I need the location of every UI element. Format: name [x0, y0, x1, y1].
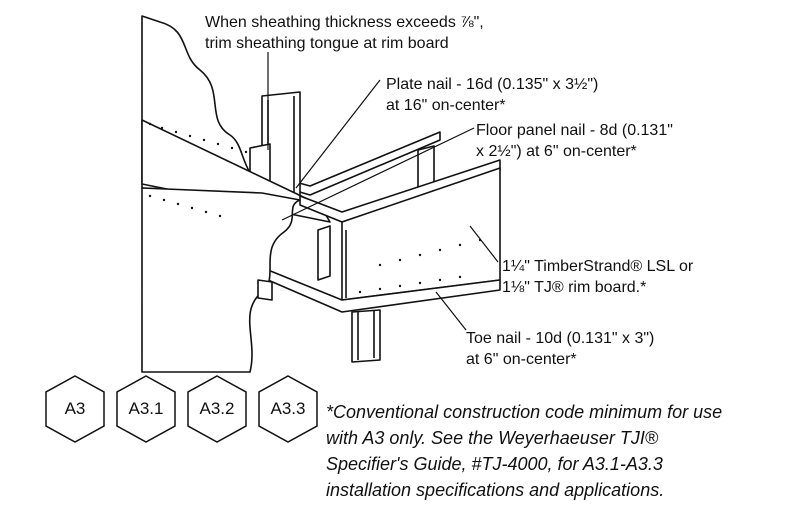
hexagon-icon [45, 375, 105, 443]
callout-line: x 2½") at 6" on-center* [476, 143, 637, 160]
badge-label: A3.2 [199, 399, 235, 418]
hexagon-icon [258, 375, 318, 443]
callout-line: When sheathing thickness exceeds ⅞", [205, 14, 484, 31]
leader-plate-nail [295, 79, 381, 189]
hexagon-icon [187, 375, 247, 443]
callout-line: Toe nail - 10d (0.131" x 3") [466, 330, 655, 347]
callout-plate-nail: Plate nail - 16d (0.135" x 3½") at 16" o… [386, 74, 598, 116]
badge-a3: A3 [44, 374, 106, 444]
badge-a3-3: A3.3 [257, 374, 319, 444]
callout-toe-nail: Toe nail - 10d (0.131" x 3") at 6" on-ce… [466, 328, 654, 370]
callout-line: at 16" on-center* [386, 97, 506, 114]
badge-label: A3.3 [270, 399, 306, 418]
callout-sheathing: When sheathing thickness exceeds ⅞", tri… [205, 12, 484, 54]
callout-line: Floor panel nail - 8d (0.131" [476, 122, 673, 139]
footnote-line: Specifier's Guide, #TJ-4000, for A3.1-A3… [326, 454, 663, 474]
footnote-line: installation specifications and applicat… [326, 480, 665, 500]
callout-line: at 6" on-center* [466, 351, 577, 368]
lower-wall-sheathing [141, 187, 301, 373]
floor-joist [317, 225, 331, 281]
badge-a3-2: A3.2 [186, 374, 248, 444]
lower-stud-left [257, 279, 273, 301]
callout-rim-board: 1¼" TimberStrand® LSL or 1⅛" TJ® rim boa… [502, 256, 693, 298]
footnote-line: with A3 only. See the Weyerhaeuser TJI® [326, 428, 659, 448]
callout-line: Plate nail - 16d (0.135" x 3½") [386, 76, 599, 93]
callout-floor-panel-nail: Floor panel nail - 8d (0.131" x 2½") at … [476, 120, 673, 162]
leader-toe-nail [435, 291, 467, 331]
badge-label: A3.1 [128, 399, 164, 418]
badge-label: A3 [64, 399, 86, 418]
callout-line: 1⅛" TJ® rim board.* [502, 279, 647, 296]
leader-floor-panel-nail [281, 127, 475, 221]
footnote: *Conventional construction code minimum … [326, 399, 722, 503]
leader-rim-board [469, 225, 499, 263]
badge-a3-1: A3.1 [115, 374, 177, 444]
footnote-line: *Conventional construction code minimum … [326, 402, 723, 422]
lower-stud-right [351, 309, 381, 363]
callout-line: trim sheathing tongue at rim board [205, 35, 449, 52]
hexagon-icon [116, 375, 176, 443]
callout-line: 1¼" TimberStrand® LSL or [502, 258, 694, 275]
